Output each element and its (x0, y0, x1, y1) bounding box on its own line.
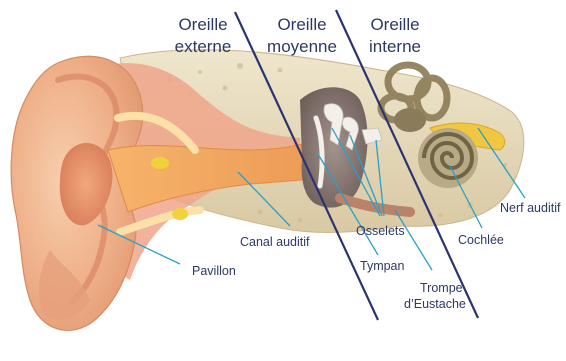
region-inner-line1: Oreille (370, 15, 419, 34)
region-middle-line2: moyenne (267, 37, 337, 56)
label-pavillon: Pavillon (192, 264, 236, 278)
region-middle-line1: Oreille (277, 15, 326, 34)
gland-lower (172, 208, 188, 220)
vestibule (394, 108, 426, 132)
label-nerf-auditif: Nerf auditif (500, 201, 561, 215)
label-cochlee: Cochlée (458, 233, 504, 247)
gland-upper (151, 157, 169, 169)
label-trompe-line2: d’Eustache (404, 297, 466, 311)
region-inner-line2: interne (369, 37, 421, 56)
cochlea (418, 128, 478, 188)
label-canal-auditif: Canal auditif (240, 235, 310, 249)
region-outer-line2: externe (175, 37, 232, 56)
label-trompe-line1: Trompe (420, 281, 463, 295)
label-tympan: Tympan (360, 259, 405, 273)
region-outer-line1: Oreille (178, 15, 227, 34)
label-osselets: Osselets (356, 224, 405, 238)
